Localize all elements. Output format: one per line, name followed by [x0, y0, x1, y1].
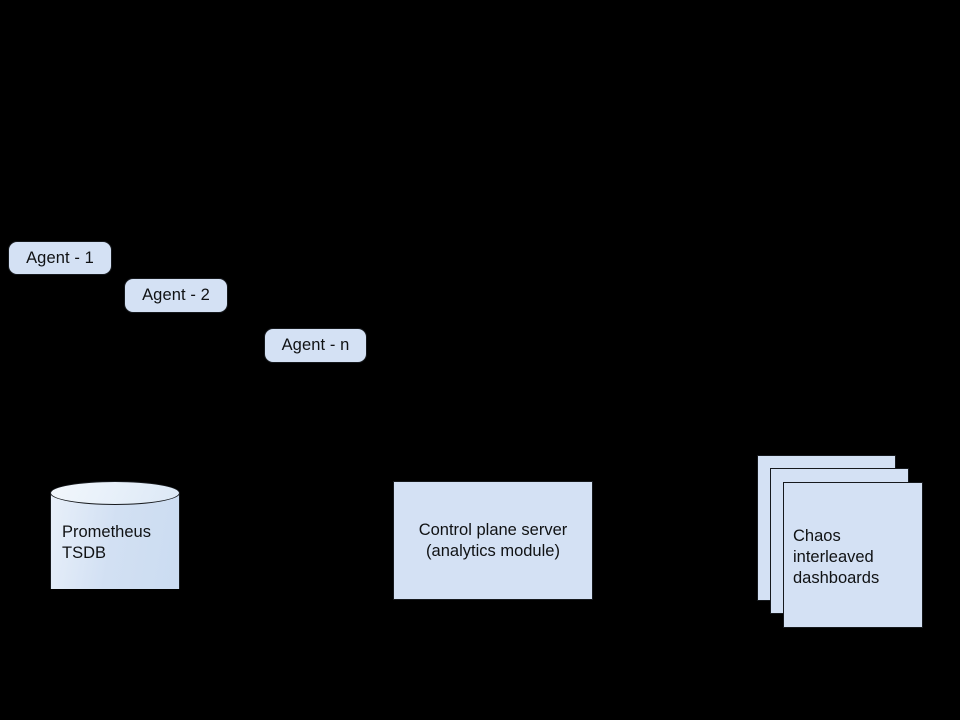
chaos-dashboards-label: Chaos interleaved dashboards [793, 526, 917, 589]
chaos-dashboards-label-line-2: interleaved [793, 548, 874, 566]
prometheus-tsdb-label: Prometheus TSDB [62, 522, 180, 564]
control-plane-label-line-1: Control plane server [418, 520, 568, 539]
agent-node-n[interactable]: Agent - n [264, 328, 367, 363]
control-plane-server-node[interactable]: Control plane server (analytics module) [393, 481, 593, 600]
prometheus-tsdb-label-line-2: TSDB [62, 544, 107, 562]
chaos-dashboards-node[interactable]: Chaos interleaved dashboards [757, 455, 924, 629]
chaos-dashboards-label-line-1: Chaos [793, 527, 841, 545]
agent-node-2-label: Agent - 2 [142, 286, 210, 305]
agent-node-n-label: Agent - n [281, 336, 350, 355]
agent-node-1[interactable]: Agent - 1 [8, 241, 112, 275]
arrow-to-dashboards-icon [747, 529, 765, 545]
control-plane-label-line-2: (analytics module) [426, 541, 560, 560]
agent-node-2[interactable]: Agent - 2 [124, 278, 228, 313]
cylinder-body [50, 493, 180, 589]
dashboard-sheet-front [783, 482, 923, 628]
prometheus-tsdb-label-line-1: Prometheus [62, 523, 151, 541]
cylinder-top-ellipse [50, 481, 180, 505]
agent-node-1-label: Agent - 1 [26, 248, 94, 267]
prometheus-tsdb-node[interactable]: Prometheus TSDB [50, 481, 180, 601]
chaos-dashboards-label-line-3: dashboards [793, 569, 880, 587]
